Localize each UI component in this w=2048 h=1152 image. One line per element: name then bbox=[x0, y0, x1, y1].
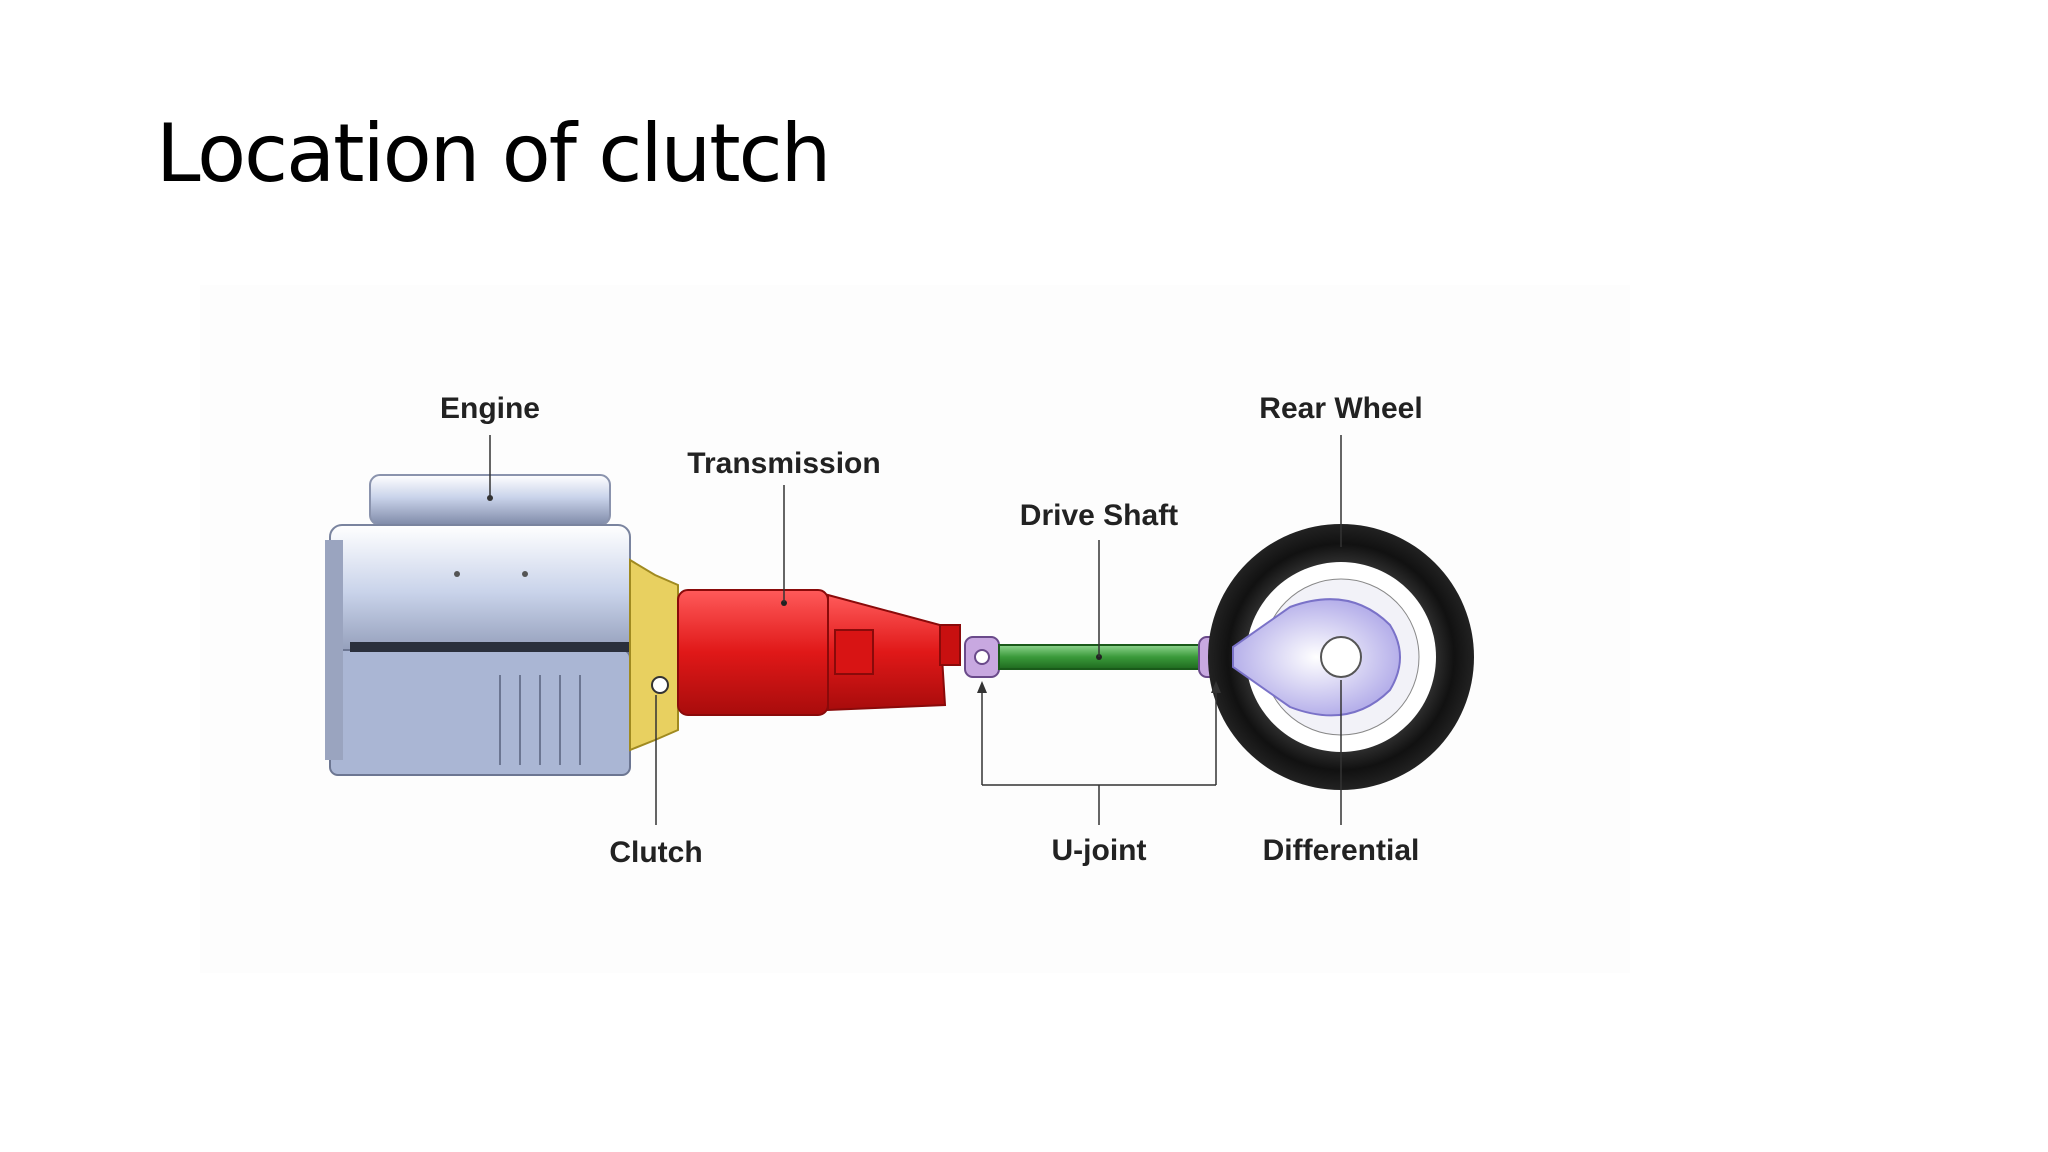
drivetrain-diagram: Engine Transmission Drive Shaft Rear Whe… bbox=[200, 285, 1630, 973]
label-engine: Engine bbox=[440, 392, 540, 425]
clutch-housing bbox=[629, 558, 679, 752]
label-clutch: Clutch bbox=[609, 836, 702, 869]
transmission-body bbox=[677, 589, 961, 716]
label-transmission: Transmission bbox=[687, 447, 880, 480]
slide-title: Location of clutch bbox=[156, 107, 831, 200]
engine-block bbox=[325, 474, 631, 776]
drivetrain-svg: Engine Transmission Drive Shaft Rear Whe… bbox=[325, 392, 1474, 869]
label-differential: Differential bbox=[1263, 834, 1420, 867]
leader-lines bbox=[489, 435, 1342, 825]
u-joint-front bbox=[964, 636, 1000, 678]
label-u-joint: U-joint bbox=[1052, 834, 1147, 867]
label-drive-shaft: Drive Shaft bbox=[1020, 499, 1178, 532]
label-rear-wheel: Rear Wheel bbox=[1259, 392, 1422, 425]
differential bbox=[1232, 598, 1401, 717]
